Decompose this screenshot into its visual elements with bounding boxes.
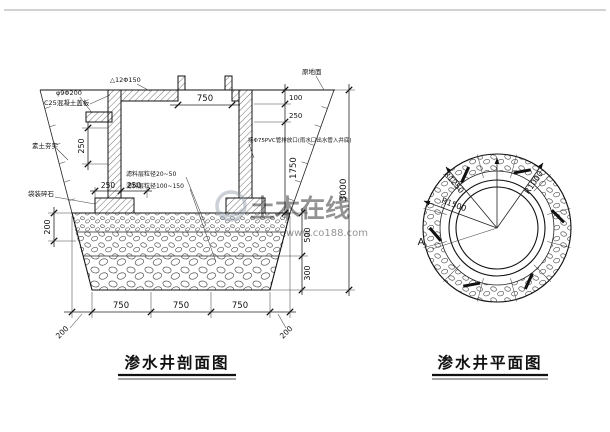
dim-250-right: 250 (289, 112, 302, 120)
dim-bottom-750c: 750 (232, 301, 248, 311)
note-ground: 原地面 (302, 67, 322, 76)
cover-slab-left (120, 89, 179, 102)
watermark-logo-swoosh-icon (219, 207, 245, 218)
plan-title: 渗水井平面图 (437, 353, 542, 372)
well-structure (85, 75, 266, 214)
dim-200-left: 200 (43, 219, 52, 234)
note-cover: C25混凝土盖板 (44, 98, 90, 107)
plan-section-mark: A (418, 227, 498, 250)
watermark-brand: 土木在线 (250, 194, 350, 223)
watermark: 土木在线 www.co188.com (215, 190, 368, 239)
section-view: 750 100 250 1750 500 300 3000 (28, 67, 355, 380)
cover-slab-right (231, 89, 240, 102)
dim-bottom-750a: 750 (113, 301, 129, 311)
section-notes: △12Φ150 φ9Φ200 C25混凝土盖板 原地面 素土夯实 袋装碎石 滤料… (28, 67, 352, 263)
watermark-url: www.co188.com (286, 228, 368, 239)
dim-opening: 750 (197, 94, 213, 104)
dim-300: 300 (303, 265, 312, 280)
note-soil: 素土夯实 (32, 141, 59, 150)
label-a: A (418, 237, 425, 248)
dim-footing-250b: 250 (127, 181, 142, 190)
well-wall-right (238, 89, 253, 199)
note-filter-fine: 滤料层粒径20~50 (126, 170, 176, 178)
note-pvc: 接Φ75PVC管排放口(雨水口出水管入井底) (248, 136, 352, 144)
dim-footing-250a: 250 (101, 181, 116, 190)
inlet-pipe (85, 111, 113, 123)
section-title: 渗水井剖面图 (124, 353, 229, 372)
gravel-bed (71, 212, 291, 291)
dim-1750: 1750 (289, 157, 299, 179)
dim-100: 100 (289, 94, 302, 102)
riser-wall-right (224, 75, 233, 91)
footing-left (94, 197, 135, 214)
note-pipe: φ9Φ200 (56, 89, 82, 97)
note-filter-coarse: 滤料层粒径100~150 (126, 182, 184, 190)
dim-bottom-200-right: 200 (278, 324, 295, 341)
footing-right (225, 197, 266, 214)
note-bag: 袋装碎石 (28, 189, 55, 198)
slope-hatch-right (288, 106, 328, 201)
note-rebar: △12Φ150 (110, 76, 141, 84)
plan-outer-circle (422, 153, 572, 303)
slope-hatch-left (44, 106, 75, 201)
watermark-logo-icon (215, 190, 247, 222)
dim-500: 500 (303, 227, 312, 242)
plan-view: R1250 R1000 R1500 A 渗水井平面图 (418, 153, 572, 380)
plan-title-block: 渗水井平面图 (432, 353, 548, 380)
dim-bottom-200-left: 200 (54, 324, 71, 341)
dim-bottom-750b: 750 (173, 301, 189, 311)
riser-wall-left (177, 75, 186, 91)
dim-250-left: 250 (77, 138, 86, 153)
plan-radial-ticks (423, 154, 571, 302)
section-title-block: 渗水井剖面图 (118, 353, 236, 380)
label-r1500: R1500 (440, 196, 467, 213)
plan-bold-marks (428, 166, 566, 290)
dim-3000: 3000 (339, 178, 349, 201)
